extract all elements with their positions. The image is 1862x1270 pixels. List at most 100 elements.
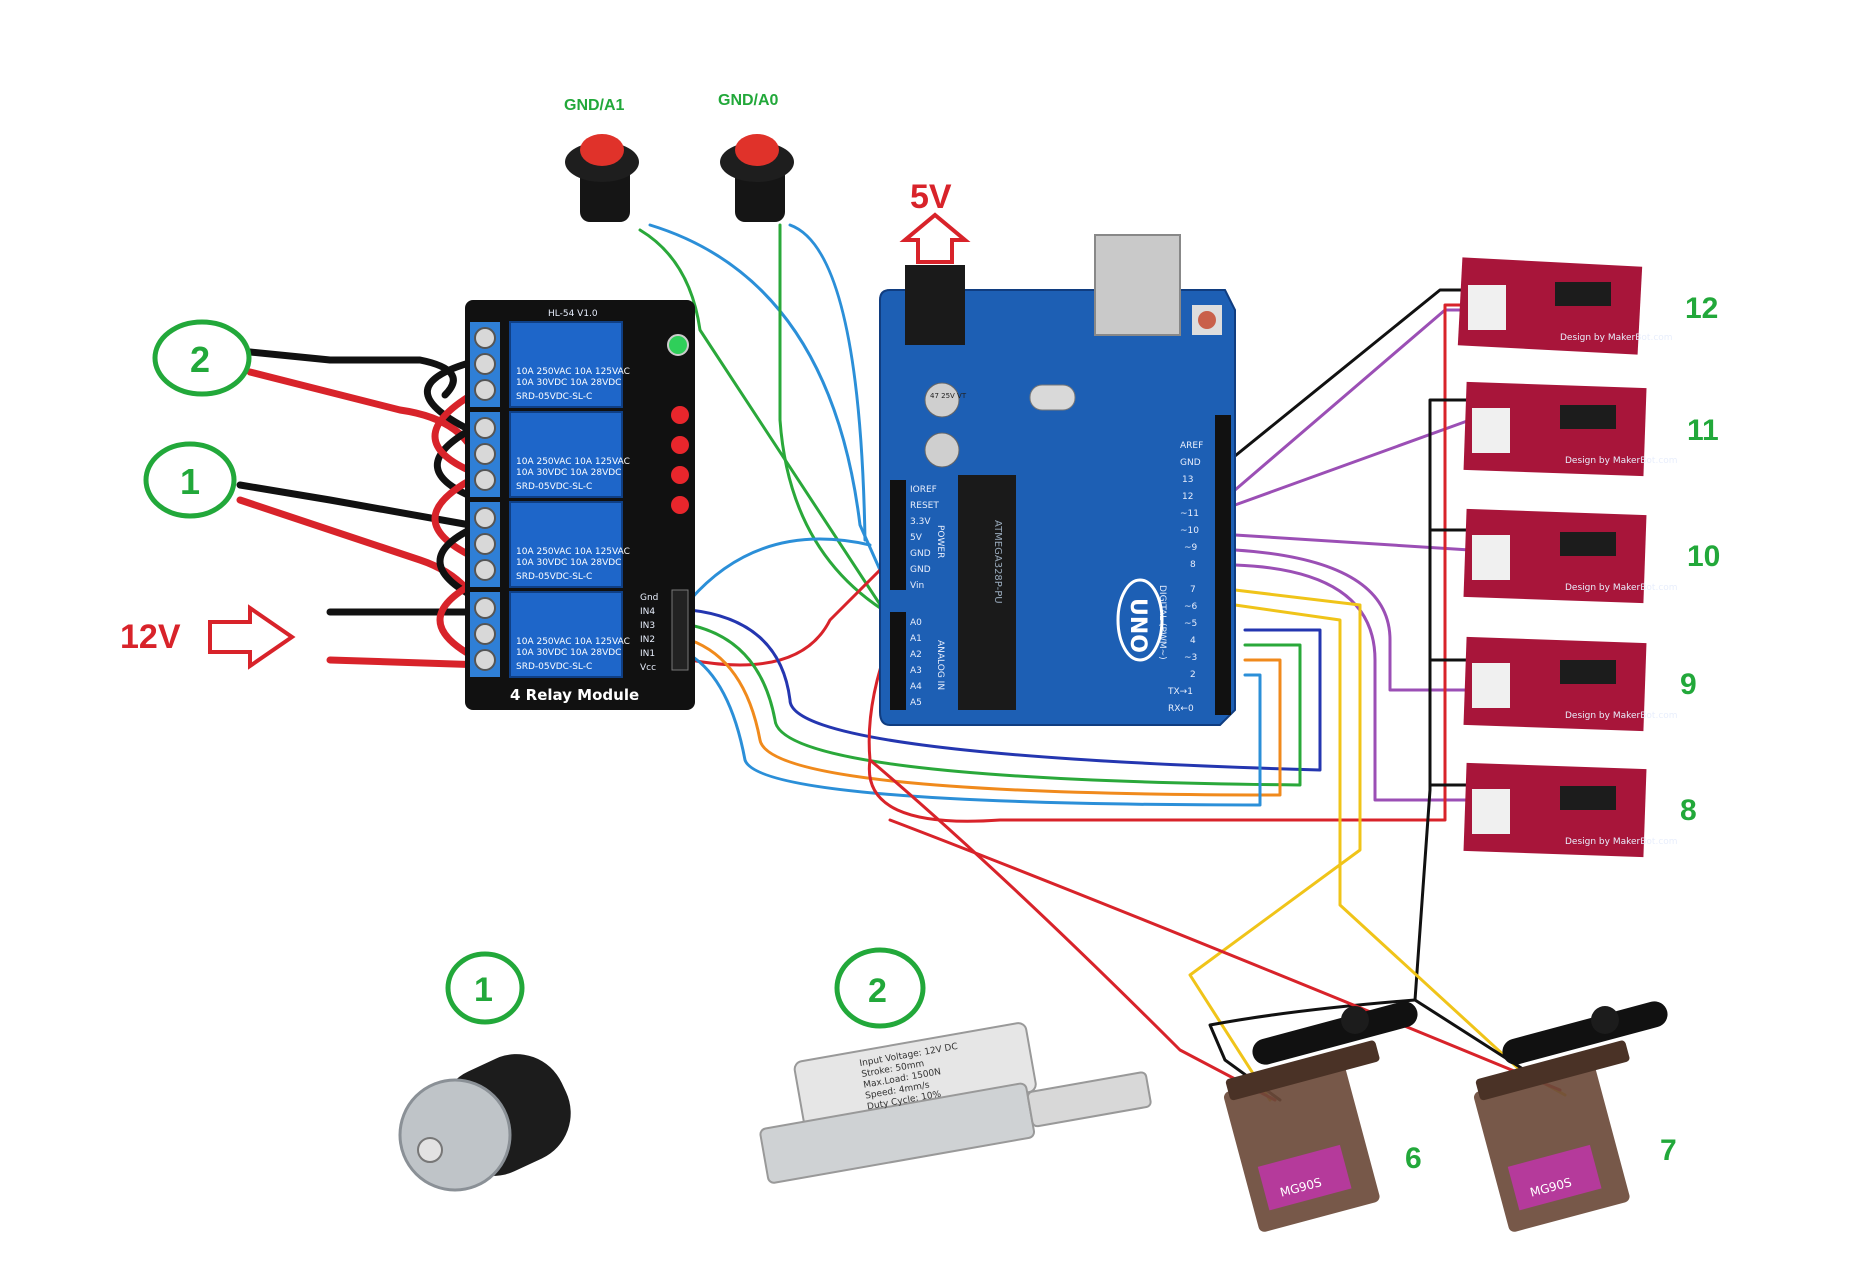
endstop-connector [1472,789,1510,834]
uno-logo-oval [1116,578,1164,662]
pin-label: IN1 [640,649,655,659]
relay-line-1: 10A 250VAC 10A 125VAC [516,547,630,557]
button-cap [735,134,779,166]
pin-label: RESET [910,501,939,511]
wire-loop-red-b [436,576,484,664]
endstops: Design by MakerBot.com 12 Design by Make… [1457,257,1720,858]
endstop-brand: Design by MakerBot.com [1565,456,1678,466]
power-12v-label: 12V [120,618,181,656]
pin-label: IN3 [640,621,655,631]
analog-header-label: ANALOG IN [935,640,945,690]
servo-hub [1341,1006,1369,1034]
relay-model: HL-54 V1.0 [548,309,598,319]
servo-sticker [1507,1144,1602,1211]
relay-unit-3: 10A 250VAC 10A 125VAC 10A 30VDC 10A 28VD… [470,501,630,588]
pin-label: TX→1 [1167,687,1193,697]
wire-end8-purple [1233,563,1472,802]
endstop-switch [1560,660,1616,684]
circle-marker-text: 1 [180,461,200,502]
terminal-screw [474,559,496,581]
endstop-8: Design by MakerBot.com [1463,762,1678,858]
terminal-screw [474,327,496,349]
pin-label: 3.3V [910,517,931,527]
pin-label: IOREF [910,485,937,495]
terminal-screw [474,417,496,439]
circle-marker [143,441,237,519]
endstop-12: Design by MakerBot.com [1457,257,1673,355]
pin-label: GND [1180,458,1201,468]
actuator-circle-marker [834,947,926,1029]
servo-mount-tabs [1225,1040,1380,1101]
endstop-8-label: 8 [1680,794,1697,827]
pin-label: RX←0 [1168,704,1194,714]
terminal-screw [474,469,496,491]
terminal-screw [474,597,496,619]
digital-pin-labels: AREF GND 13 12 ~11 ~10 ~9 8 7 ~6 ~5 4 ~3… [1167,441,1203,714]
wire-servo7-black [1413,998,1542,1082]
pin-label: AREF [1180,441,1203,451]
power-header [890,480,906,590]
status-led-3 [671,466,689,484]
wire-relay-in3 [688,623,1302,787]
relay-cube-3 [509,501,623,588]
pin-label: 7 [1190,585,1196,595]
analog-pin-labels: A0 A1 A2 A3 A4 A5 [910,618,922,708]
relay-cube-1 [509,321,623,408]
relay-unit-1: 10A 250VAC 10A 125VAC 10A 30VDC 10A 28VD… [470,321,630,408]
pin-label: ~5 [1184,619,1197,629]
relay-module-title: 4 Relay Module [510,686,639,704]
servo-6: MG90S [1223,1001,1418,1232]
pin-label: A2 [910,650,922,660]
relay-unit-2: 10A 250VAC 10A 125VAC 10A 30VDC 10A 28VD… [470,411,630,498]
relay-unit-4: 10A 250VAC 10A 125VAC 10A 30VDC 10A 28VD… [470,591,630,678]
servo-horn [1252,1001,1418,1065]
relay-channel-2-marker: 2 [152,319,252,397]
status-led-1 [671,406,689,424]
capacitor-label: 47 25V VT [930,392,967,400]
motor-circle-text: 1 [474,971,493,1009]
servo-mount-tabs [1475,1040,1630,1101]
endstop-connector [1472,663,1510,708]
relay-line-3: SRD-05VDC-SL-C [516,572,592,582]
endstop-10-label: 10 [1687,540,1720,573]
relay-line-2: 10A 30VDC 10A 28VDC [516,468,621,478]
endstop-brand: Design by MakerBot.com [1560,333,1673,343]
relay-line-1: 10A 250VAC 10A 125VAC [516,367,630,377]
pin-label: A4 [910,682,922,692]
servo-horn [1502,1001,1668,1065]
endstop-switch [1560,405,1616,429]
capacitor-2 [924,432,960,468]
servo-hub [1591,1006,1619,1034]
crystal [1029,384,1076,411]
motor-gearbox [398,1078,512,1192]
wire-servo7-red [888,818,1562,1092]
wire-servo6-red [868,758,1277,1102]
terminal-screw [474,443,496,465]
atmega-chip [958,475,1016,710]
power-12v-indicator: 12V [120,604,296,670]
power-jack [905,265,965,345]
wire-relay-vcc-red [688,543,907,667]
wire-12v-red [326,656,489,669]
usb-port [1094,234,1181,336]
pin-label: A0 [910,618,922,628]
wire-end-black-bus [1413,398,1477,1002]
wire-btn2-blue [788,223,867,542]
uno-logo: UNO [1116,578,1164,662]
terminal-screw [474,353,496,375]
pin-label: A1 [910,634,922,644]
relay-cube-4 [509,591,623,678]
pin-label: ~9 [1184,543,1198,553]
wires [236,223,1567,1102]
endstop-11: Design by MakerBot.com [1463,381,1678,477]
endstop-10: Design by MakerBot.com [1463,508,1678,604]
pin-label: IN4 [640,607,655,617]
endstop-switch [1555,282,1611,306]
pin-label: Gnd [640,593,658,603]
servo-7: MG90S [1473,1001,1668,1232]
endstop-switch [1560,786,1616,810]
relay-line-1: 10A 250VAC 10A 125VAC [516,637,630,647]
relay-line-1: 10A 250VAC 10A 125VAC [516,457,630,467]
power-led [667,334,689,356]
